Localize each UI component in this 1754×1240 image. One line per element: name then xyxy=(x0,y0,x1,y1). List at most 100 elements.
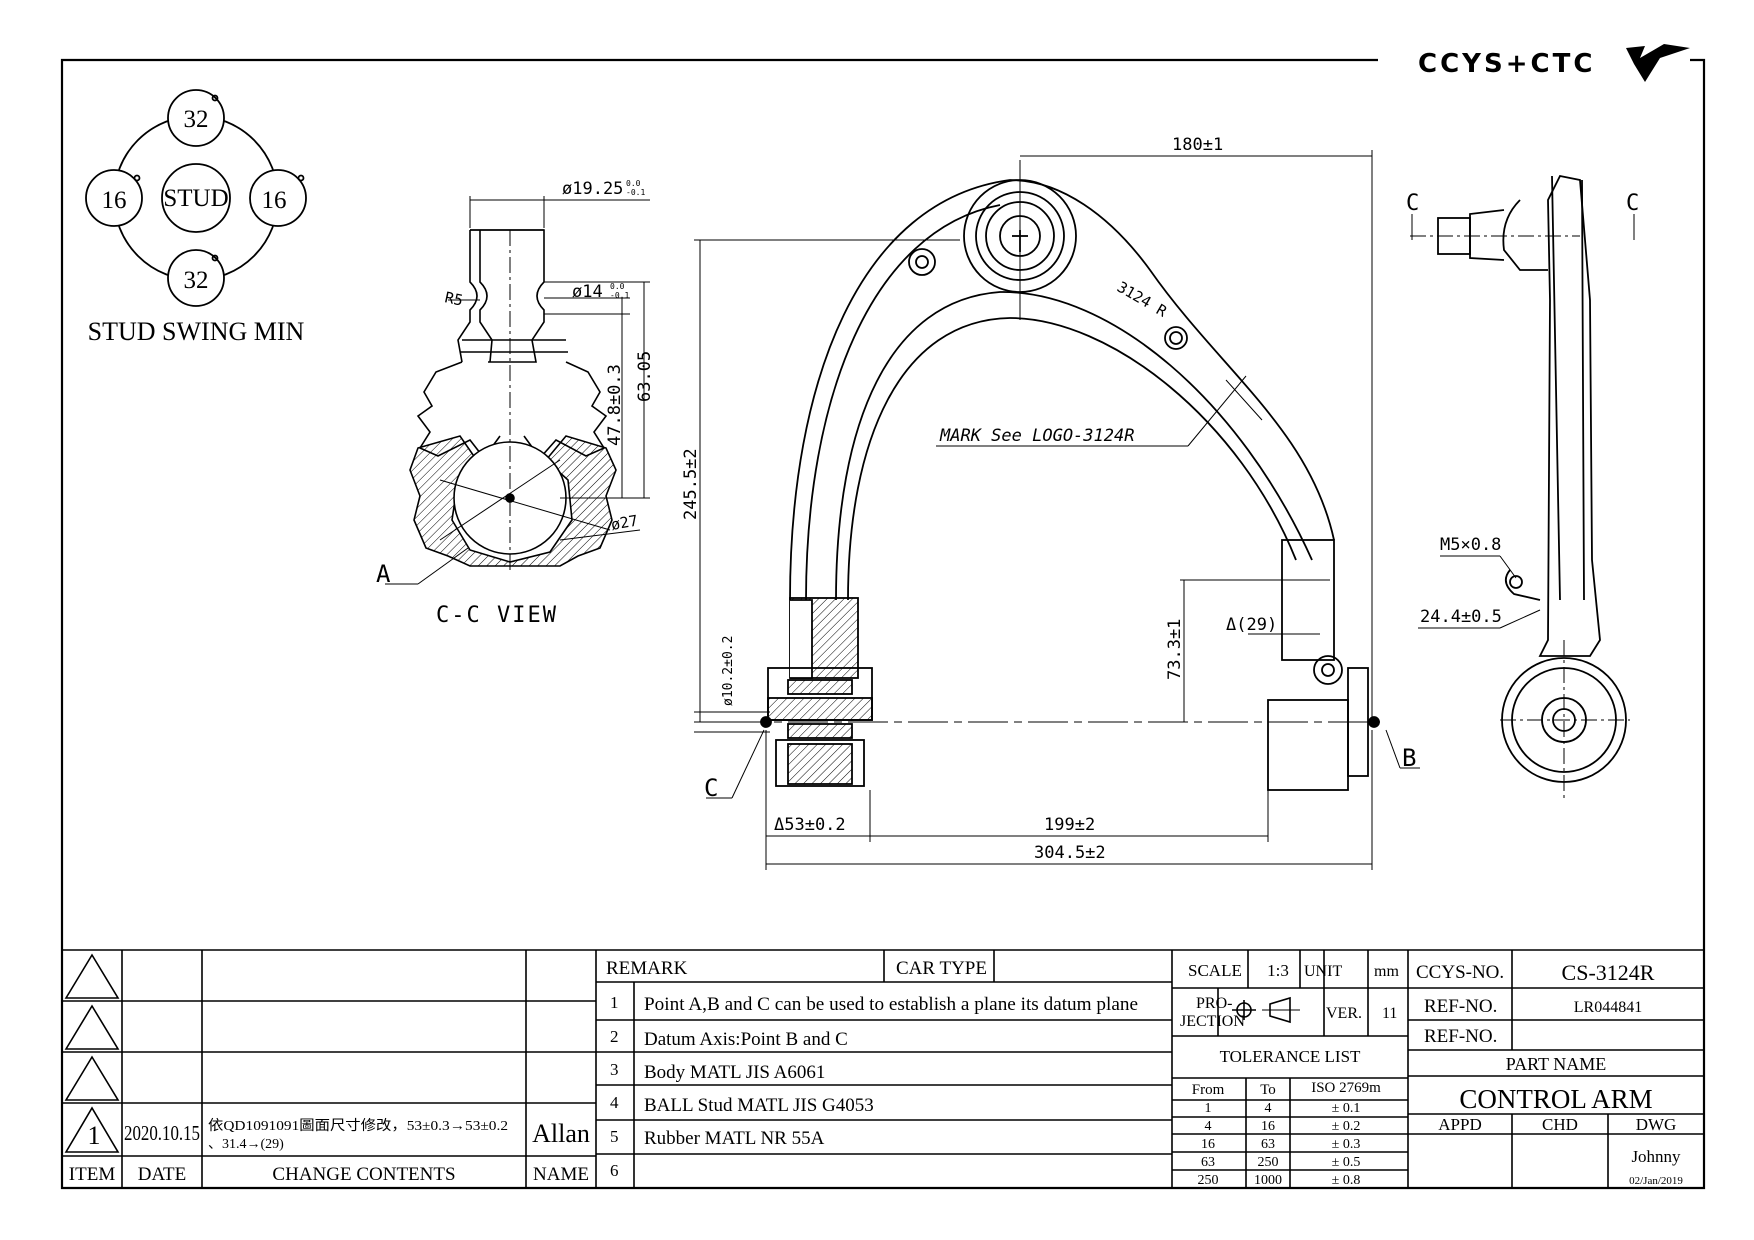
dim-73: 73.3±1 xyxy=(1165,619,1185,680)
remark-2-text: Datum Axis:Point B and C xyxy=(644,1029,848,1050)
projection-label-2: JECTION xyxy=(1180,1013,1245,1030)
projection-label-1: PRO- xyxy=(1196,995,1232,1012)
tol-row-4-to: 250 xyxy=(1258,1155,1279,1170)
tol-header-to: To xyxy=(1260,1082,1276,1098)
tolerance-title: TOLERANCE LIST xyxy=(1220,1047,1361,1066)
side-dim-24: 24.4±0.5 xyxy=(1420,607,1502,627)
cc-view-dims xyxy=(385,196,650,585)
remark-2-no: 2 xyxy=(610,1027,619,1046)
dim-53: Δ53±0.2 xyxy=(774,815,846,835)
tol-header-iso: ISO 2769m xyxy=(1311,1080,1381,1096)
remark-1-no: 1 xyxy=(610,993,619,1012)
appd-label: APPD xyxy=(1438,1115,1481,1134)
remark-1-text: Point A,B and C can be used to establish… xyxy=(644,994,1138,1015)
part-name-label: PART NAME xyxy=(1506,1054,1606,1074)
scale-label: SCALE xyxy=(1188,961,1242,980)
tol-row-2-from: 4 xyxy=(1205,1119,1212,1134)
dim-29: Δ(29) xyxy=(1226,615,1277,635)
point-c-label: C xyxy=(704,774,718,802)
remark-4-no: 4 xyxy=(610,1093,619,1112)
tol-header-from: From xyxy=(1192,1082,1225,1098)
tol-row-5-from: 250 xyxy=(1198,1173,1219,1188)
rev-row-4-change-line2: 、31.4→(29) xyxy=(208,1137,284,1152)
tol-row-5-to: 1000 xyxy=(1254,1173,1282,1188)
cc-dim-top-tol-up: 0.0 xyxy=(626,179,641,188)
swing-top-value: 32 xyxy=(184,106,209,133)
remark-header: REMARK xyxy=(606,958,688,979)
tol-row-5-tol: ± 0.8 xyxy=(1332,1173,1361,1188)
swing-center-label: STUD xyxy=(163,185,228,212)
cc-dim-47: 47.8±0.3 xyxy=(605,364,625,446)
swing-left-value: 16 xyxy=(102,187,127,214)
swing-right-value: 16 xyxy=(262,187,287,214)
brand-logo: CCYS+CTC xyxy=(1418,44,1690,82)
ref-no2-label: REF-NO. xyxy=(1424,1026,1497,1047)
part-name-value: CONTROL ARM xyxy=(1459,1084,1652,1114)
dim-10: ø10.2±0.2 xyxy=(721,636,736,706)
dim-304: 304.5±2 xyxy=(1034,843,1106,863)
cc-point-a: A xyxy=(376,560,391,588)
rev-header-item: ITEM xyxy=(69,1164,116,1185)
cc-dim-top-tol-dn: -0.1 xyxy=(626,188,645,197)
mark-label: MARK See LOGO-3124R xyxy=(939,426,1134,446)
arm-logo-text: 3124 R xyxy=(1114,278,1171,321)
dim-199: 199±2 xyxy=(1044,815,1095,835)
rev-row-4-date: 2020.10.15 xyxy=(124,1121,200,1145)
tol-row-1-to: 4 xyxy=(1265,1101,1272,1116)
ccys-no-value: CS-3124R xyxy=(1562,960,1655,985)
unit-value: mm xyxy=(1374,963,1399,980)
cc-dim-63: 63.05 xyxy=(635,351,655,402)
chd-label: CHD xyxy=(1542,1115,1578,1134)
tol-row-3-tol: ± 0.3 xyxy=(1332,1137,1361,1152)
remark-6-no: 6 xyxy=(610,1161,619,1180)
scale-value: 1:3 xyxy=(1267,961,1289,980)
sheet-border xyxy=(60,58,1706,1190)
cc-dim-neck-tol-up: 0.0 xyxy=(610,282,625,291)
rev-row-4-name: Allan xyxy=(532,1119,590,1148)
ref-no-value: LR044841 xyxy=(1574,999,1642,1016)
side-thread: M5×0.8 xyxy=(1440,535,1501,555)
remark-5-text: Rubber MATL NR 55A xyxy=(644,1128,825,1149)
tol-row-3-from: 16 xyxy=(1201,1137,1215,1152)
dwg-date: 02/Jan/2019 xyxy=(1629,1175,1683,1187)
rev-header-name: NAME xyxy=(533,1164,589,1185)
front-view-arm xyxy=(728,160,1380,791)
cc-dim-top-diameter: ø19.25 xyxy=(562,179,623,199)
front-view-dims xyxy=(694,150,1420,870)
side-view xyxy=(1410,174,1630,800)
cc-dim-radius: R5 xyxy=(443,288,464,309)
tol-row-1-from: 1 xyxy=(1205,1101,1212,1116)
remark-3-text: Body MATL JIS A6061 xyxy=(644,1062,825,1083)
tol-row-4-from: 63 xyxy=(1201,1155,1215,1170)
tol-row-4-tol: ± 0.5 xyxy=(1332,1155,1361,1170)
remark-3-no: 3 xyxy=(610,1060,619,1079)
remark-5-no: 5 xyxy=(610,1127,619,1146)
swing-bottom-value: 32 xyxy=(184,267,209,294)
dwg-label: DWG xyxy=(1636,1115,1677,1134)
point-b-label: B xyxy=(1402,744,1416,772)
side-c-left: C xyxy=(1406,191,1419,216)
dim-180: 180±1 xyxy=(1172,135,1223,155)
ver-label: VER. xyxy=(1326,1005,1362,1022)
ccys-no-label: CCYS-NO. xyxy=(1416,962,1504,983)
cc-dim-neck-tol-dn: -0.1 xyxy=(610,291,629,300)
rev-row-4-item: 1 xyxy=(88,1121,101,1150)
remark-4-text: BALL Stud MATL JIS G4053 xyxy=(644,1095,874,1116)
unit-label: UNIT xyxy=(1304,963,1342,980)
cc-dim-neck-diameter: ø14 xyxy=(572,282,603,302)
stud-swing-diagram xyxy=(85,89,307,307)
tol-row-3-to: 63 xyxy=(1261,1137,1275,1152)
side-view-dims xyxy=(1411,214,1635,629)
swing-caption: STUD SWING MIN xyxy=(88,317,305,346)
dim-245: 245.5±2 xyxy=(681,448,701,520)
cc-dim-ball: ø27 xyxy=(610,512,640,534)
cc-view-section xyxy=(409,229,617,570)
dwg-name: Johnny xyxy=(1631,1147,1681,1166)
ver-value: 11 xyxy=(1382,1005,1397,1022)
brand-logo-text: CCYS+CTC xyxy=(1418,49,1595,79)
brand-mark-icon xyxy=(1626,44,1690,82)
side-c-right: C xyxy=(1626,191,1639,216)
rev-row-4-change: 依QD1091091圖面尺寸修改，53±0.3→53±0.2 xyxy=(208,1118,508,1134)
tol-row-2-to: 16 xyxy=(1261,1119,1275,1134)
